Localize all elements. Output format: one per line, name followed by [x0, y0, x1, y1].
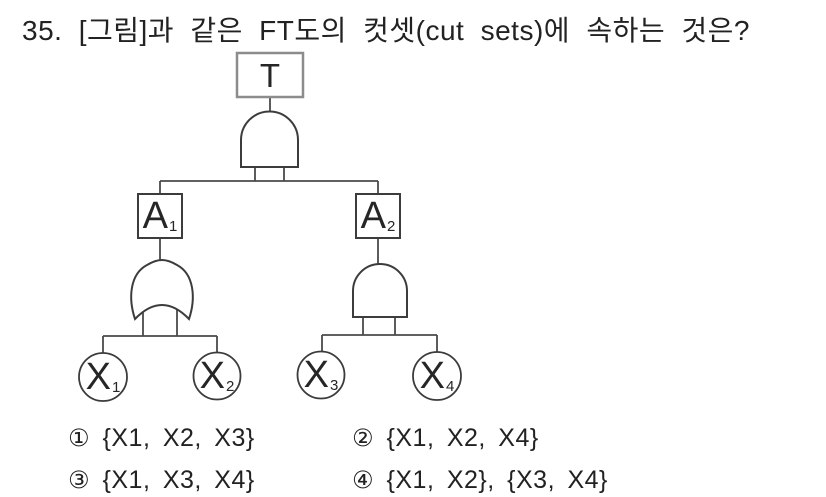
x3-event-circle [296, 350, 346, 400]
option-1-text: {X1, X2, X3} [102, 424, 255, 452]
x4-event-circle [412, 351, 462, 401]
top-and-gate [240, 110, 299, 168]
option-3-text: {X1, X3, X4} [102, 466, 255, 494]
a2-event-box [355, 193, 401, 239]
a2-and-gate [352, 263, 408, 318]
a1-event-box [137, 193, 183, 239]
a1-or-gate [130, 258, 194, 321]
question-title: 35. [그림]과 같은 FT도의 컷셋(cut sets)에 속하는 것은? [22, 15, 750, 46]
top-event-box [235, 51, 305, 99]
option-2-text: {X1, X2, X4} [386, 424, 539, 452]
top-event-text: T [259, 56, 281, 94]
option-4-text: {X1, X2}, {X3, X4} [386, 466, 608, 494]
option-1: ① {X1, X2, X3} [68, 424, 255, 453]
x1-event-circle [78, 352, 128, 402]
x2-event-circle [192, 351, 242, 401]
option-1-marker: ① [68, 425, 90, 452]
option-3: ③ {X1, X3, X4} [68, 466, 255, 495]
node-label-t: T [237, 53, 303, 97]
option-4-marker: ④ [352, 467, 374, 494]
option-3-marker: ③ [68, 467, 90, 494]
option-4: ④ {X1, X2}, {X3, X4} [352, 466, 608, 495]
option-2-marker: ② [352, 425, 374, 452]
option-2: ② {X1, X2, X4} [352, 424, 539, 453]
